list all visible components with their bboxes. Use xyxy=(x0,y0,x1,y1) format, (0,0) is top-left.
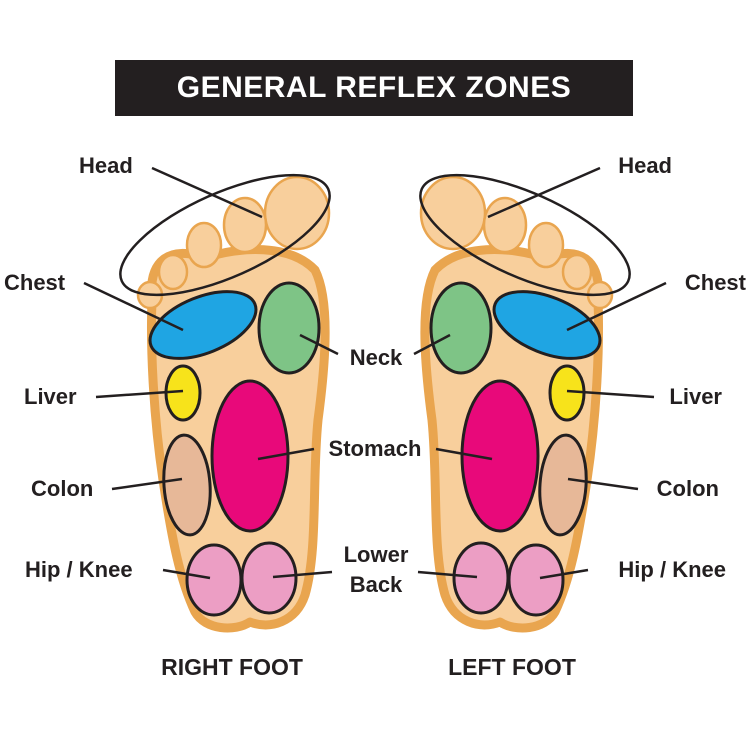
label-lower-back-line2: Back xyxy=(350,572,403,597)
diagram-title: GENERAL REFLEX ZONES xyxy=(115,60,633,116)
label-neck: Neck xyxy=(350,345,403,370)
right-chest-zone xyxy=(148,290,258,360)
label-hip-knee-right: Hip / Knee xyxy=(25,557,133,582)
second-toe xyxy=(482,196,528,254)
leader-chest-right xyxy=(83,281,184,332)
left-neck-zone xyxy=(429,281,493,375)
zone-labels: Head Head Chest Chest Neck Liver Liver S… xyxy=(4,153,747,597)
leader-head-right xyxy=(151,166,263,219)
leader-liver-left xyxy=(566,389,655,399)
label-hip-knee-left: Hip / Knee xyxy=(618,557,726,582)
leader-stomach-right xyxy=(257,447,315,461)
left-stomach-zone xyxy=(460,379,540,533)
label-head-right: Head xyxy=(79,153,133,178)
left-hip-knee-zone xyxy=(507,543,565,617)
label-colon-right: Colon xyxy=(31,476,93,501)
label-head-left: Head xyxy=(618,153,672,178)
third-toe xyxy=(185,221,223,269)
right-neck-zone xyxy=(257,281,321,375)
leader-chest-left xyxy=(566,281,667,332)
big-toe xyxy=(263,175,331,251)
label-liver-left: Liver xyxy=(669,384,722,409)
right-hip-knee-zone xyxy=(185,543,243,617)
right-head-zone-ring xyxy=(119,173,331,297)
leader-head-left xyxy=(487,166,601,219)
leader-lower-back-right xyxy=(272,570,333,579)
right-foot-caption: RIGHT FOOT xyxy=(161,654,303,680)
leader-hip-knee-right xyxy=(162,568,211,580)
fourth-toe xyxy=(561,253,593,291)
leader-colon-left xyxy=(567,477,639,491)
label-lower-back-line1: Lower xyxy=(344,542,409,567)
second-toe xyxy=(222,196,268,254)
leader-colon-right xyxy=(111,477,183,491)
leader-lines xyxy=(83,166,667,580)
leader-neck-left xyxy=(413,333,451,356)
big-toe xyxy=(419,175,487,251)
label-stomach: Stomach xyxy=(329,436,422,461)
leader-stomach-left xyxy=(435,447,493,461)
right-foot xyxy=(119,173,331,633)
left-lower-back-zone xyxy=(452,541,510,615)
leader-hip-knee-left xyxy=(539,568,589,580)
left-foot-caption: LEFT FOOT xyxy=(448,654,576,680)
left-foot xyxy=(419,173,631,633)
leader-lower-back-left xyxy=(417,570,478,579)
label-colon-left: Colon xyxy=(657,476,719,501)
leader-neck-right xyxy=(299,333,339,356)
right-lower-back-zone xyxy=(240,541,298,615)
left-chest-zone xyxy=(492,290,602,360)
leader-liver-right xyxy=(95,389,184,399)
right-colon-zone xyxy=(162,433,212,537)
label-chest-left: Chest xyxy=(685,270,747,295)
label-chest-right: Chest xyxy=(4,270,66,295)
left-colon-zone xyxy=(538,433,588,537)
fourth-toe xyxy=(157,253,189,291)
left-head-zone-ring xyxy=(419,173,631,297)
right-stomach-zone xyxy=(210,379,290,533)
label-liver-right: Liver xyxy=(24,384,77,409)
left-foot-toes xyxy=(419,175,614,310)
third-toe xyxy=(527,221,565,269)
